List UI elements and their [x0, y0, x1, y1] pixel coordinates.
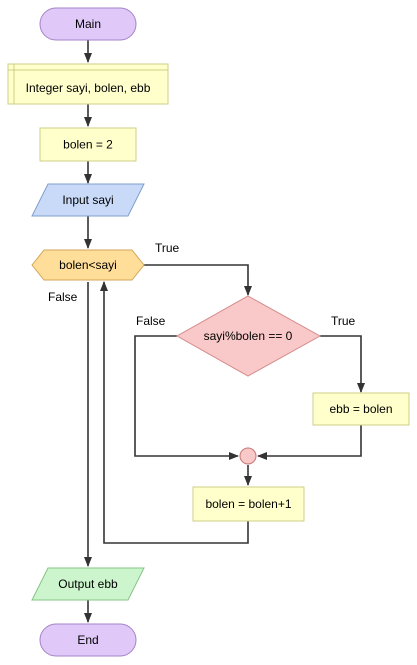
if-condition-label: sayi%bolen == 0 — [204, 329, 293, 343]
loop-false-label: False — [48, 290, 78, 304]
if-condition: sayi%bolen == 0 — [175, 295, 322, 377]
merge-connector — [239, 447, 257, 465]
edges — [84, 40, 365, 623]
assign-bolen-block: bolen = 2 — [39, 127, 137, 162]
increment-label: bolen = bolen+1 — [205, 497, 291, 511]
declare-label: Integer sayi, bolen, ebb — [26, 81, 151, 95]
edge-increment-loop-back — [100, 281, 249, 544]
if-true-label: True — [331, 314, 356, 328]
output-block: Output ebb — [31, 567, 145, 601]
start-terminal: Main — [39, 7, 137, 41]
edge-if-false-to-connector — [134, 335, 239, 460]
end-terminal: End — [39, 623, 137, 657]
input-label: Input sayi — [62, 193, 113, 207]
start-label: Main — [75, 17, 101, 31]
loop-condition-label: bolen<sayi — [59, 258, 117, 272]
edge-loop-true-to-if — [144, 264, 252, 296]
loop-true-label: True — [155, 241, 180, 255]
assign-ebb-label: ebb = bolen — [329, 402, 392, 416]
declare-block: Integer sayi, bolen, ebb — [7, 63, 169, 105]
increment-block: bolen = bolen+1 — [192, 486, 305, 522]
edge-if-true-to-ebb — [320, 335, 365, 393]
loop-condition: bolen<sayi — [31, 249, 145, 281]
assign-bolen-label: bolen = 2 — [63, 138, 113, 152]
edge-ebb-to-connector — [257, 425, 362, 460]
input-block: Input sayi — [31, 183, 145, 217]
if-false-label: False — [136, 314, 166, 328]
assign-ebb-block: ebb = bolen — [312, 392, 410, 426]
output-label: Output ebb — [58, 577, 118, 591]
end-label: End — [77, 633, 98, 647]
